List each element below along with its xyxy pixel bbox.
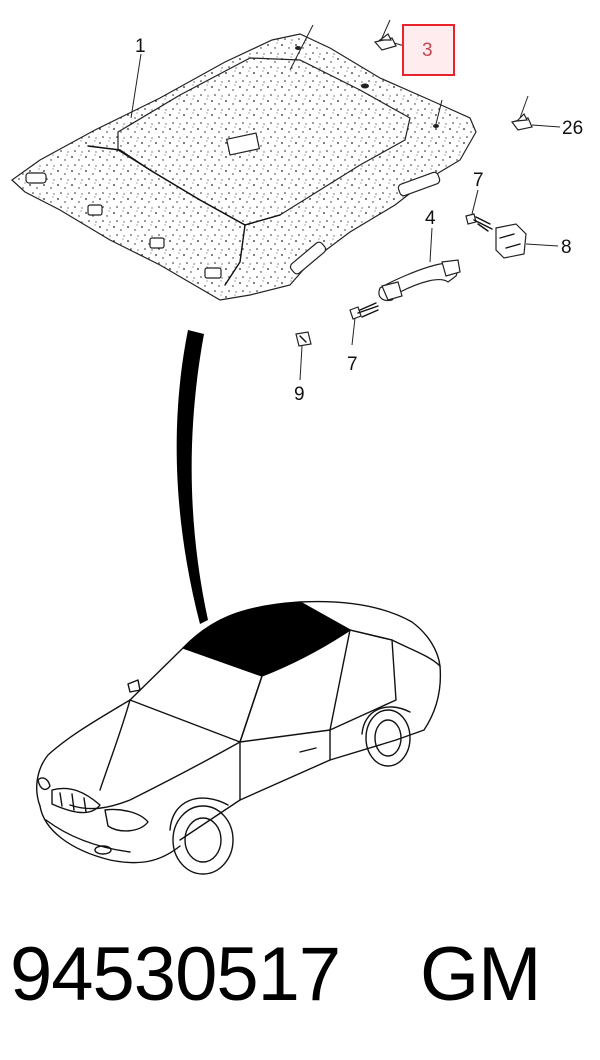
- part-number: 94530517: [10, 932, 341, 1017]
- clip-part-26: [510, 112, 533, 131]
- clip-part-9: [295, 331, 312, 347]
- clip-part-3: [373, 33, 397, 51]
- callout-8: 8: [561, 237, 572, 258]
- assist-grip-part-4: [378, 259, 461, 302]
- callout-3-highlight-box: [402, 24, 455, 76]
- callout-4: 4: [425, 208, 436, 229]
- car-outline: [36, 600, 442, 875]
- headliner-panel: [11, 33, 477, 301]
- headliner-exploded-diagram: 1 3 26 7 4 8 7 9: [11, 19, 583, 875]
- callout-7-lower: 7: [347, 354, 358, 375]
- callout-26: 26: [562, 118, 583, 139]
- screw-part-7-upper: [465, 213, 493, 232]
- callout-3: 3: [422, 40, 433, 61]
- brand-label: GM: [420, 932, 541, 1017]
- part-label: 94530517 GM: [0, 925, 600, 1045]
- callout-1: 1: [135, 36, 146, 57]
- leader-lines: [130, 19, 561, 381]
- callout-7-upper: 7: [473, 170, 484, 191]
- location-pointer: [176, 330, 208, 624]
- callout-9: 9: [294, 384, 305, 405]
- screw-part-7-lower: [349, 302, 379, 320]
- bracket-part-8: [495, 223, 527, 259]
